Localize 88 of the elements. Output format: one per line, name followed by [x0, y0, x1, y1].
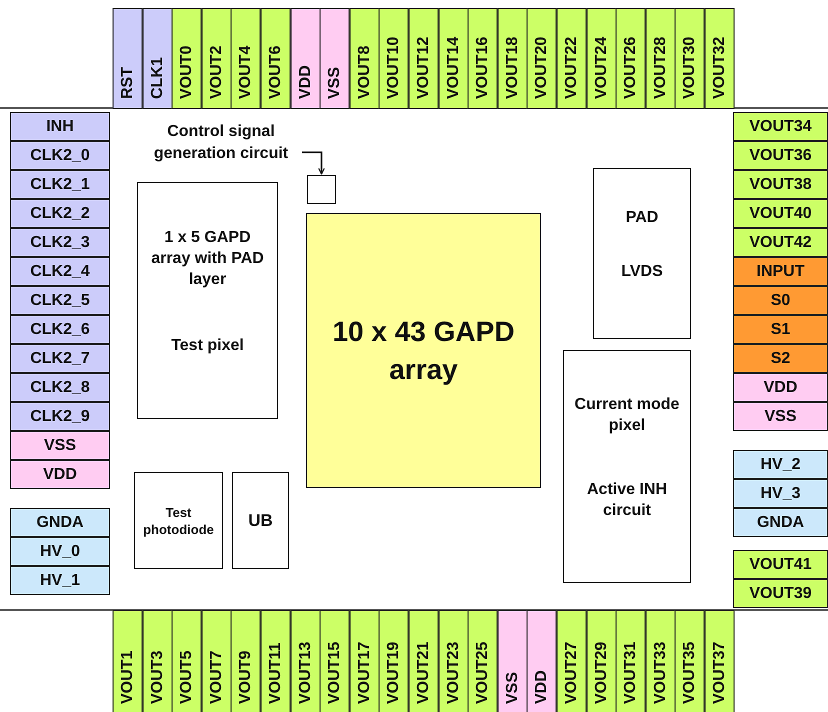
pin-label: HV_1 [10, 566, 110, 595]
pin-label: VOUT32 [705, 8, 735, 109]
pin-label: VOUT23 [438, 610, 468, 712]
pin-label: VOUT20 [527, 8, 557, 109]
array-block: 10 x 43 GAPD array [306, 213, 541, 488]
pin-label: VOUT30 [675, 8, 705, 109]
box-outline [307, 175, 336, 204]
block-title: Active INH circuit [586, 480, 668, 521]
circuit-block [593, 168, 691, 339]
pin-label: VOUT33 [646, 610, 676, 712]
pin-label: VOUT1 [113, 610, 143, 712]
pin-label: VOUT12 [409, 8, 439, 109]
pin-label: VOUT37 [705, 610, 735, 712]
pin-label: VOUT14 [438, 8, 468, 109]
pin-label: S2 [733, 344, 828, 373]
pin-label: VOUT25 [468, 610, 498, 712]
circuit-block [137, 182, 278, 419]
pin-label: HV_0 [10, 537, 110, 566]
pin-label: VDD [733, 373, 828, 402]
pin-label: VOUT21 [409, 610, 439, 712]
pin-label: VOUT29 [586, 610, 616, 712]
pin-label: VSS [733, 402, 828, 431]
pin-label: VOUT42 [733, 228, 828, 257]
arrow [302, 151, 325, 175]
pin-label: VOUT17 [350, 610, 380, 712]
pin-label: HV_2 [733, 450, 828, 479]
pin-label: VOUT15 [320, 610, 350, 712]
pin-label: VOUT10 [379, 8, 409, 109]
block-title: Current mode pixel [574, 395, 680, 436]
pin-label: VOUT35 [675, 610, 705, 712]
pin-label: CLK2_4 [10, 257, 110, 286]
pin-label: CLK2_7 [10, 344, 110, 373]
circuit-block [563, 350, 691, 583]
pin-label: VOUT22 [557, 8, 587, 109]
pin-label: VOUT27 [557, 610, 587, 712]
pin-label: CLK1 [142, 8, 172, 109]
pin-label: VDD [10, 460, 110, 489]
pin-label: VOUT2 [202, 8, 232, 109]
pin-label: VOUT0 [172, 8, 202, 109]
pin-label: CLK2_6 [10, 315, 110, 344]
pin-label: S0 [733, 286, 828, 315]
pin-label: VOUT6 [261, 8, 291, 109]
pin-label: CLK2_1 [10, 170, 110, 199]
pin-label: S1 [733, 315, 828, 344]
pin-label: CLK2_0 [10, 141, 110, 170]
pin-label: VOUT13 [290, 610, 320, 712]
pin-label: VOUT16 [468, 8, 498, 109]
pin-label: CLK2_5 [10, 286, 110, 315]
pin-label: HV_3 [733, 479, 828, 508]
pin-label: VDD [527, 610, 557, 712]
pin-label: VOUT31 [616, 610, 646, 712]
pin-label: VOUT9 [231, 610, 261, 712]
pin-label: VOUT5 [172, 610, 202, 712]
pin-label: VOUT3 [142, 610, 172, 712]
block-title: Test pixel [171, 336, 244, 356]
pin-label: VOUT34 [733, 112, 828, 141]
pin-label: VSS [320, 8, 350, 109]
pin-label: VOUT8 [350, 8, 380, 109]
pin-label: CLK2_2 [10, 199, 110, 228]
pin-label: VOUT38 [733, 170, 828, 199]
circuit-block: Test photodiode [134, 472, 223, 569]
pin-label: VDD [290, 8, 320, 109]
pin-label: GNDA [733, 508, 828, 537]
pin-label: VSS [498, 610, 528, 712]
pin-label: GNDA [10, 508, 110, 537]
pin-label: VOUT39 [733, 579, 828, 608]
pin-label: VOUT7 [202, 610, 232, 712]
pin-label: RST [113, 8, 143, 109]
pin-label: VOUT28 [646, 8, 676, 109]
pin-label: VOUT36 [733, 141, 828, 170]
pin-label: CLK2_3 [10, 228, 110, 257]
pin-label: VSS [10, 431, 110, 460]
pin-label: INPUT [733, 257, 828, 286]
pin-label: VOUT4 [231, 8, 261, 109]
block-title: PAD [626, 208, 658, 228]
pin-label: VOUT26 [616, 8, 646, 109]
pin-label: CLK2_8 [10, 373, 110, 402]
block-title: LVDS [621, 262, 663, 282]
pin-label: VOUT18 [498, 8, 528, 109]
pin-label: VOUT24 [586, 8, 616, 109]
block-title: 1 x 5 GAPD array with PAD layer [150, 228, 265, 290]
pin-label: INH [10, 112, 110, 141]
pin-label: VOUT41 [733, 550, 828, 579]
pin-label: VOUT40 [733, 199, 828, 228]
pin-label: CLK2_9 [10, 402, 110, 431]
pin-label: VOUT19 [379, 610, 409, 712]
circuit-block: UB [232, 472, 289, 569]
pin-label: VOUT11 [261, 610, 291, 712]
